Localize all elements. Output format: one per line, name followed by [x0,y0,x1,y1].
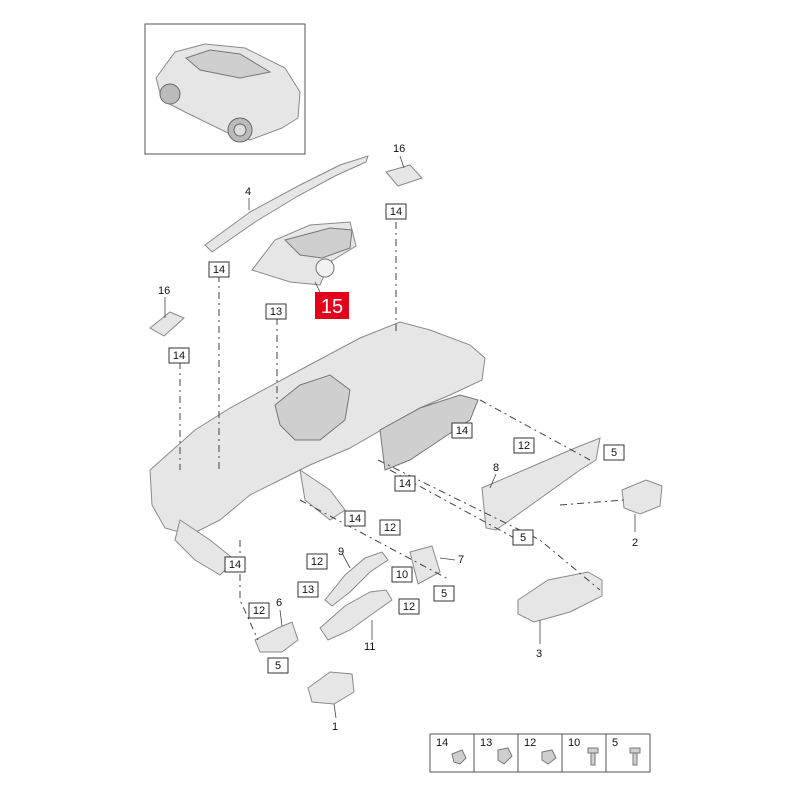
callout-7: 7 [458,554,464,566]
svg-text:12: 12 [384,522,396,534]
clip-icon [451,749,467,765]
svg-text:5: 5 [520,532,526,544]
highlighted-callout-15: 15 [315,292,349,319]
clip-icon [541,749,557,765]
air-vent-part-1 [307,671,355,705]
box-14-top: 14 [385,203,407,220]
clip-icon [497,747,513,765]
svg-text:15: 15 [321,296,343,318]
svg-text:14: 14 [173,350,185,362]
trim-part-6 [254,621,299,653]
screw-icon [629,747,641,766]
box-12-part11: 12 [398,598,420,615]
box-5-part7: 5 [433,585,455,602]
svg-text:12: 12 [311,556,323,568]
box-14-left-top: 14 [208,261,230,278]
svg-text:5: 5 [611,447,617,459]
svg-text:13: 13 [302,584,314,596]
assembly-lines [179,222,625,641]
legend-num-5: 5 [612,737,618,749]
defroster-strip [204,155,369,253]
dashboard-carrier [149,321,486,576]
box-13-part9: 13 [297,581,319,598]
box-14-16a: 14 [168,347,190,364]
box-12-part6: 12 [248,602,270,619]
leader-lines [164,155,636,719]
legend-num-12: 12 [524,737,536,749]
bracket-16-right [385,164,423,187]
box-5-part6: 5 [267,657,289,674]
svg-text:12: 12 [253,605,265,617]
box-14-mid: 14 [451,422,473,439]
callout-9: 9 [338,546,344,558]
trim-part-7 [409,545,441,585]
callout-16-right: 16 [393,143,405,155]
trim-part-11 [319,589,393,641]
svg-text:12: 12 [403,601,415,613]
glovebox-lid-part-8 [481,437,601,531]
box-14-low: 14 [344,510,366,527]
box-13: 13 [265,303,287,320]
box-12-center: 12 [379,519,401,536]
svg-text:5: 5 [275,660,281,672]
svg-text:14: 14 [213,264,225,276]
callout-4: 4 [245,186,251,198]
callout-16-left: 16 [158,285,170,297]
screw-icon [587,747,599,766]
callout-1: 1 [332,721,338,733]
bracket-16-left [149,311,185,337]
svg-text:10: 10 [396,569,408,581]
legend-num-10: 10 [568,737,580,749]
callout-3: 3 [536,648,542,660]
callout-2: 2 [632,537,638,549]
svg-text:14: 14 [229,559,241,571]
svg-text:12: 12 [518,440,530,452]
center-vent-part-3 [517,571,603,623]
box-14-left: 14 [224,556,246,573]
air-vent-part-2 [621,479,663,515]
svg-text:5: 5 [441,588,447,600]
fastener-legend: 14 13 12 10 5 [429,733,651,773]
box-12-part9: 12 [306,553,328,570]
box-12-right: 12 [513,437,535,454]
svg-text:14: 14 [349,513,361,525]
callout-11: 11 [364,641,375,653]
vehicle-thumbnail [144,23,306,155]
box-10: 10 [391,566,413,583]
svg-text:14: 14 [399,478,411,490]
legend-num-13: 13 [480,737,492,749]
svg-text:14: 14 [390,206,402,218]
box-5-right: 5 [603,444,625,461]
svg-text:13: 13 [270,306,282,318]
cover-panel-part-15 [251,221,357,286]
legend-num-14: 14 [436,737,448,749]
callout-8: 8 [493,462,499,474]
svg-text:14: 14 [456,425,468,437]
box-5-glovebox: 5 [512,529,534,546]
trim-part-9 [324,551,389,607]
callout-6: 6 [276,597,282,609]
box-14-center: 14 [394,475,416,492]
